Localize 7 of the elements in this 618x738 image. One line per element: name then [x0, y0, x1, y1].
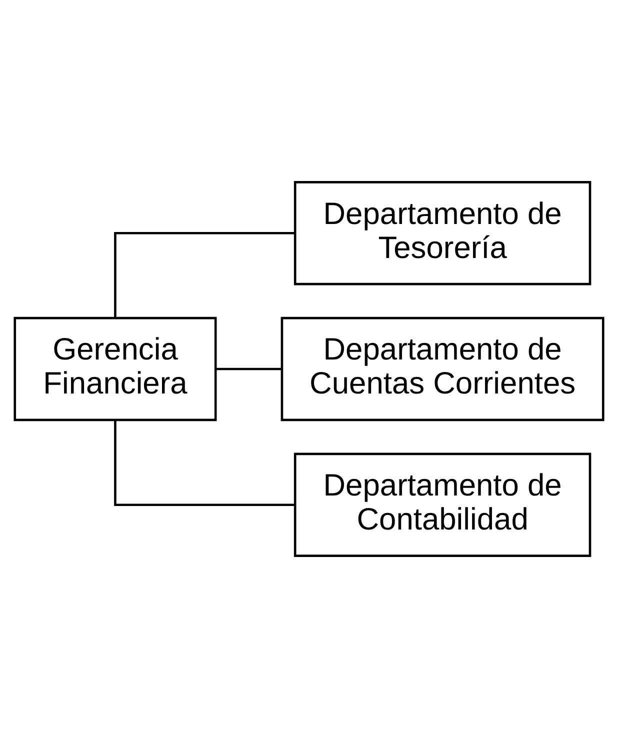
node-box: Departamento de Cuentas Corrientes	[280, 316, 604, 422]
node-box: Departamento de Tesorería	[294, 181, 592, 286]
connector	[216, 368, 282, 370]
connector	[114, 420, 295, 506]
connector	[114, 232, 295, 318]
node-box: Gerencia Financiera	[14, 316, 217, 422]
node-box: Departamento de Contabilidad	[294, 452, 592, 557]
